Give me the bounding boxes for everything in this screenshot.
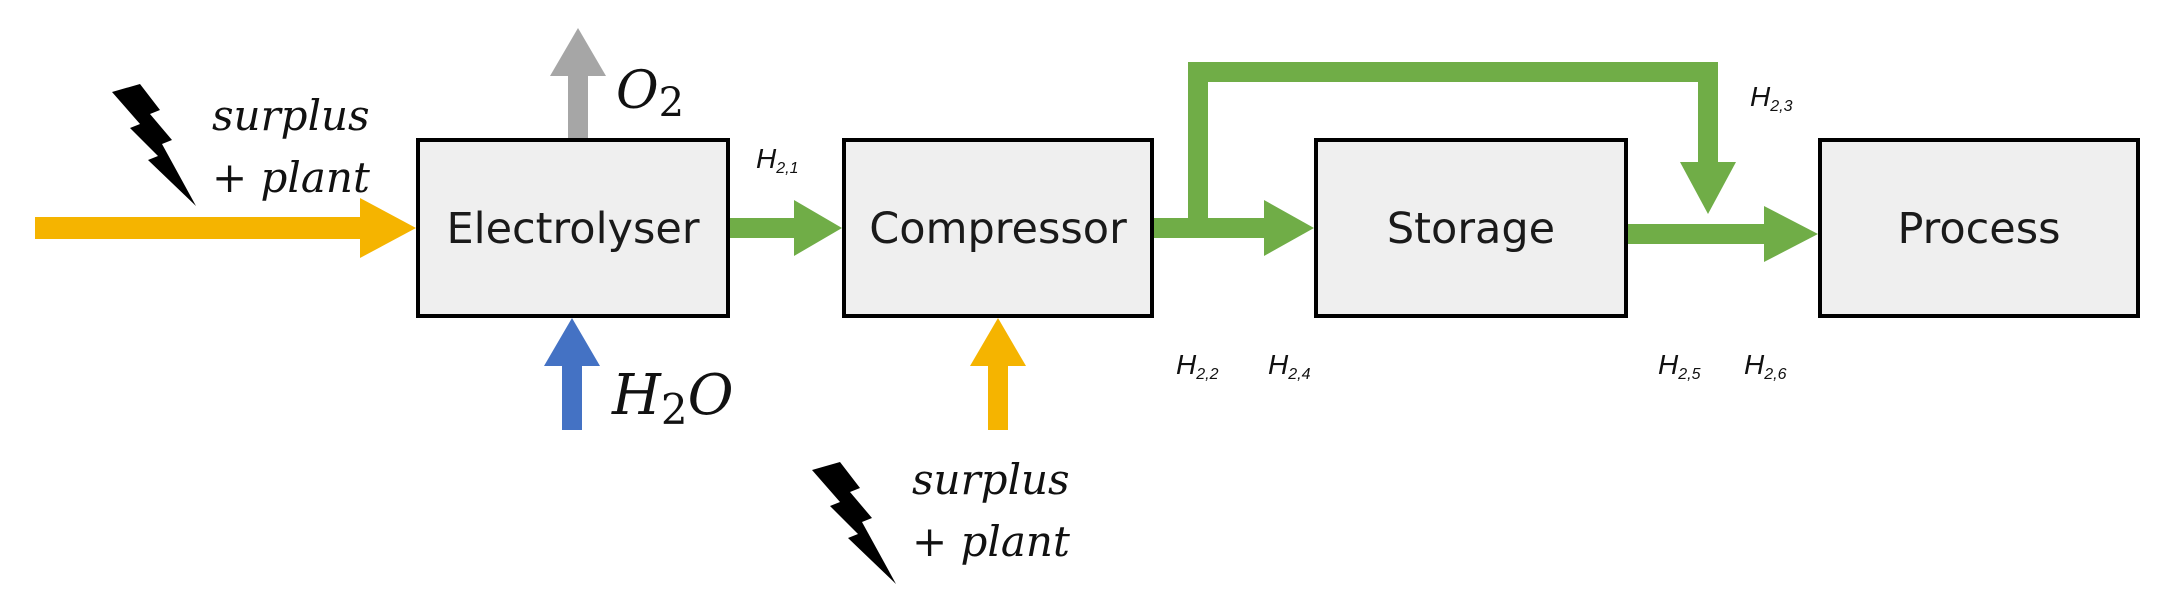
- oxygen-output-arrow: [550, 28, 606, 140]
- storage-label: Storage: [1387, 204, 1555, 254]
- water-input-arrow: [544, 318, 600, 430]
- power-input-label-line1: surplus: [212, 91, 370, 140]
- power-input-label-line2: + plant: [212, 153, 370, 202]
- stream-label-h22: H2,2: [1176, 349, 1219, 383]
- water-label-sub: 2: [661, 385, 688, 434]
- storage-box: Storage: [1314, 138, 1628, 318]
- process-box: Process: [1818, 138, 2140, 318]
- lightning-bolt-icon: [112, 84, 196, 206]
- compressor-label: Compressor: [869, 204, 1127, 254]
- oxygen-label: O2: [616, 61, 684, 126]
- h2-electrolyser-to-compressor-arrow: [728, 200, 842, 256]
- water-label: H2O: [611, 363, 734, 434]
- h2-compressor-to-storage-arrow: [1152, 200, 1314, 256]
- water-label-tail: O: [688, 363, 734, 428]
- compressor-box: Compressor: [842, 138, 1154, 318]
- stream-label-h24: H2,4: [1268, 349, 1311, 383]
- stream-label-h26: H2,6: [1744, 349, 1787, 383]
- compressor-power-arrow: [970, 318, 1026, 430]
- h2-storage-to-process-arrow: [1626, 206, 1818, 262]
- stream-label-h25: H2,5: [1658, 349, 1701, 383]
- stream-label-h21: H2,1: [756, 143, 798, 177]
- oxygen-label-base: O: [616, 61, 659, 121]
- electrolyser-label: Electrolyser: [446, 204, 699, 254]
- electrolyser-box: Electrolyser: [416, 138, 730, 318]
- stream-label-h23: H2,3: [1750, 81, 1793, 115]
- compressor-power-label-line2: + plant: [912, 517, 1070, 566]
- oxygen-label-sub: 2: [659, 80, 684, 126]
- lightning-bolt-icon: [812, 462, 896, 584]
- h2-bypass-arrow: [1188, 62, 1736, 228]
- process-label: Process: [1897, 204, 2060, 254]
- water-label-base: H: [611, 363, 662, 428]
- power-input-arrow: [35, 198, 416, 258]
- compressor-power-label-line1: surplus: [912, 455, 1070, 504]
